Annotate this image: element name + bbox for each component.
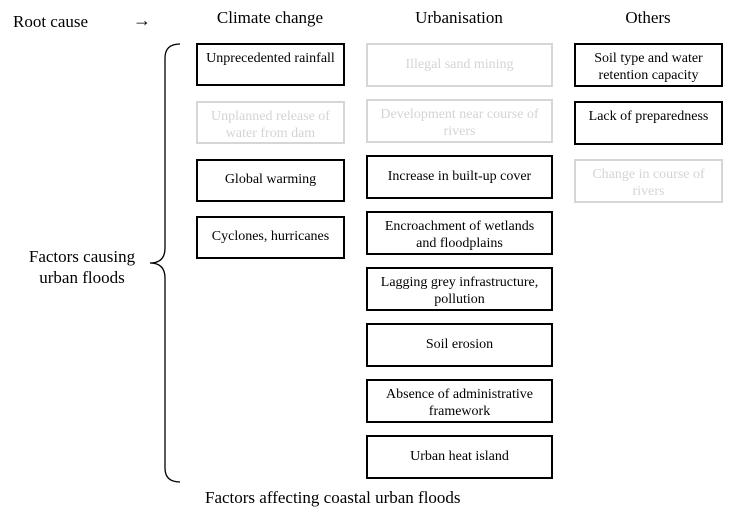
urban-factor-box: Increase in built-up cover <box>366 155 553 199</box>
header-urbanisation: Urbanisation <box>415 8 503 27</box>
header-others: Others <box>625 8 671 27</box>
factor-label: Urban heat island <box>410 448 509 464</box>
factor-label: Lack of preparedness <box>588 109 709 124</box>
factor-label: Increase in built-up cover <box>387 168 532 184</box>
climate-factor-box: Global warming <box>196 159 345 202</box>
right-arrow-icon: → <box>133 10 151 30</box>
side-label-line1: Factors causing <box>28 247 136 266</box>
factor-label: Illegal sand mining <box>405 56 514 72</box>
urban-factor-box: Soil erosion <box>366 323 553 367</box>
diagram-footer: Factors affecting coastal urban floods <box>205 488 461 507</box>
urban-factor-box: Development near course of rivers <box>366 99 553 143</box>
factor-label: Absence of administrative framework <box>386 387 533 419</box>
climate-factor-box: Unplanned release of water from dam <box>196 101 345 144</box>
urban-factor-box: Absence of administrative framework <box>366 379 553 423</box>
factor-label: Soil type and water retention capacity <box>594 51 703 83</box>
factor-label: Soil erosion <box>425 336 494 352</box>
factor-label: Unprecedented rainfall <box>206 51 335 66</box>
factor-label: Cyclones, hurricanes <box>211 229 330 245</box>
factor-label: Global warming <box>224 172 317 188</box>
header-climate-change: Climate change <box>216 8 324 27</box>
urban-factor-box: Lagging grey infrastructure, pollution <box>366 267 553 311</box>
urban-factor-box: Illegal sand mining <box>366 43 553 87</box>
factor-label: Lagging grey infrastructure, pollution <box>380 275 539 307</box>
urban-factor-box: Urban heat island <box>366 435 553 479</box>
factor-label: Unplanned release of water from dam <box>211 109 330 141</box>
factor-label: Encroachment of wetlands and floodplains <box>384 219 535 251</box>
others-factor-box: Change in course of rivers <box>574 159 723 203</box>
root-cause-label: Root cause <box>13 12 89 31</box>
side-label: Factors causing urban floods <box>12 246 152 288</box>
side-label-line2: urban floods <box>39 268 125 287</box>
climate-factor-box: Cyclones, hurricanes <box>196 216 345 259</box>
others-factor-box: Lack of preparedness <box>574 101 723 145</box>
factor-label: Development near course of rivers <box>380 107 539 139</box>
climate-factor-box: Unprecedented rainfall <box>196 43 345 86</box>
urban-factor-box: Encroachment of wetlands and floodplains <box>366 211 553 255</box>
others-factor-box: Soil type and water retention capacity <box>574 43 723 87</box>
factor-label: Change in course of rivers <box>592 167 705 199</box>
